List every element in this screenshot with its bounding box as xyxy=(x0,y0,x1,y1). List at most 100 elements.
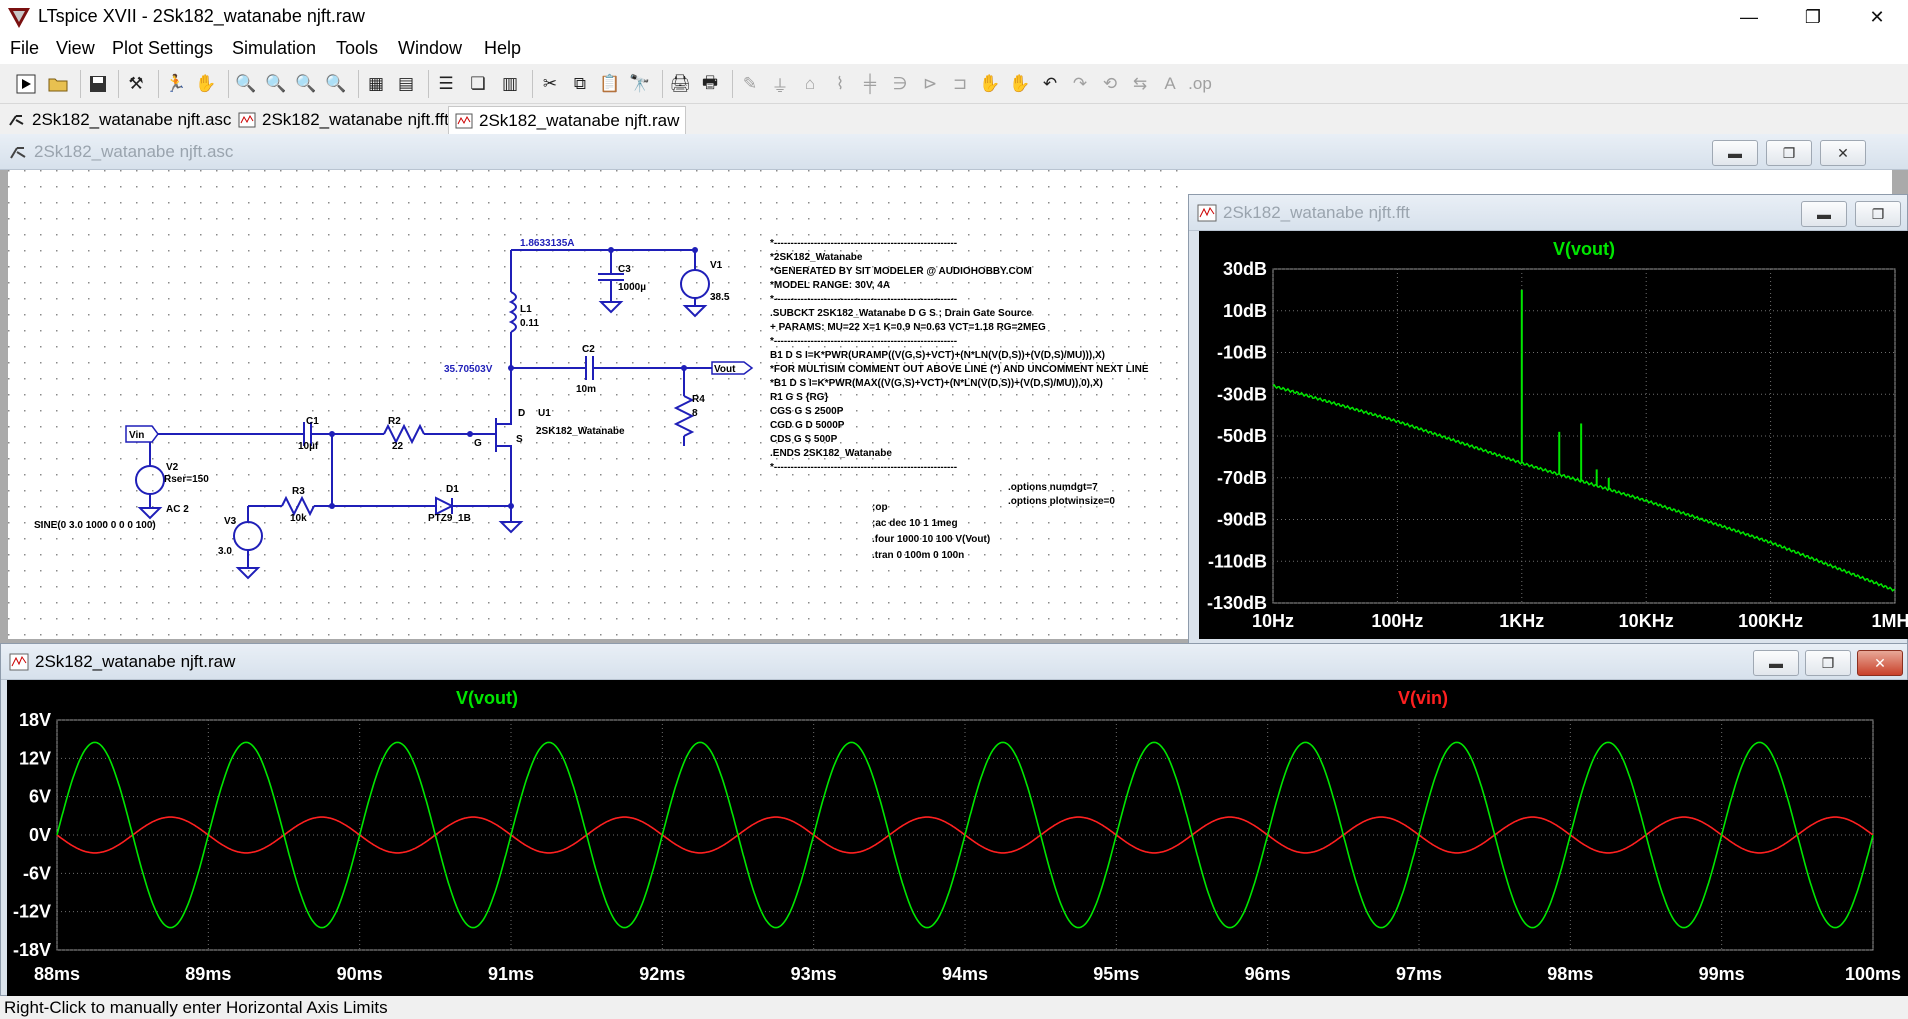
v2-value: Rser=150 xyxy=(164,474,209,485)
svg-text:;op: ;op xyxy=(872,502,888,513)
schematic-drawing: Vin Vout 1.8633135A 35.70503V C3 1000µ V… xyxy=(8,170,1188,639)
zoom-fit-icon[interactable]: 🔍 xyxy=(325,74,347,93)
mirror-icon[interactable]: ⇆ xyxy=(1132,74,1148,93)
minimize-button[interactable]: — xyxy=(1740,6,1758,27)
control-panel-icon[interactable]: ⚒ xyxy=(128,74,144,93)
svg-text:*GENERATED BY SIT MODELER @ AU: *GENERATED BY SIT MODELER @ AUDIOHOBBY.C… xyxy=(770,266,1032,277)
menu-view[interactable]: View xyxy=(56,38,95,58)
open-icon[interactable] xyxy=(44,70,72,98)
restore-button[interactable]: ❐ xyxy=(1804,6,1822,27)
document-tabs: 2Sk182_watanabe njft.asc 2Sk182_watanabe… xyxy=(0,104,1908,134)
svg-text:CGD G D 5000P: CGD G D 5000P xyxy=(770,420,845,431)
move-icon[interactable]: ✋ xyxy=(979,74,1001,93)
schematic-icon xyxy=(9,115,24,126)
raw-y-tick-label: 0V xyxy=(29,825,51,845)
print-preview-icon[interactable]: 🖨 xyxy=(669,74,691,93)
close-button[interactable]: ✕ xyxy=(1869,6,1885,27)
component-icon[interactable]: ⊐ xyxy=(952,74,968,93)
menu-tools[interactable]: Tools xyxy=(336,38,379,58)
inductor-icon[interactable]: ∋ xyxy=(892,74,908,93)
waveform-icon xyxy=(9,653,29,671)
label-icon[interactable]: ⌂ xyxy=(804,74,816,93)
raw-maximize-button[interactable]: ❐ xyxy=(1805,650,1851,676)
svg-text:.tran 0 100m 0 100n: .tran 0 100m 0 100n xyxy=(872,550,964,561)
c3-name: C3 xyxy=(618,264,631,275)
undo-icon[interactable]: ↶ xyxy=(1042,74,1058,93)
zoom-in-icon[interactable]: 🔍 xyxy=(235,74,257,93)
save-icon[interactable] xyxy=(84,70,112,98)
raw-x-tick-label: 89ms xyxy=(185,964,231,984)
spice-directive-icon[interactable]: .op xyxy=(1188,74,1212,93)
fft-y-tick-label: 30dB xyxy=(1223,259,1267,279)
raw-x-tick-label: 95ms xyxy=(1093,964,1139,984)
rotate-icon[interactable]: ⟲ xyxy=(1102,74,1118,93)
fft-y-tick-label: -90dB xyxy=(1217,510,1267,530)
drag-icon[interactable]: ✋ xyxy=(1009,74,1031,93)
print-icon[interactable]: 🖶 xyxy=(701,72,719,92)
menu-plot-settings[interactable]: Plot Settings xyxy=(112,38,214,58)
tab-fft[interactable]: 2Sk182_watanabe njft.fft xyxy=(232,106,455,134)
text-icon[interactable]: A xyxy=(1164,74,1176,93)
fft-minimize-button[interactable]: ▬ xyxy=(1801,201,1847,227)
window-title: LTspice XVII - 2Sk182_watanabe njft.raw xyxy=(38,6,365,26)
r2-name: R2 xyxy=(388,416,401,427)
tile-vertical-icon[interactable]: ▥ xyxy=(501,74,519,93)
fft-x-tick-label: 100KHz xyxy=(1738,611,1803,631)
fft-plot-area[interactable]: 10Hz100Hz1KHz10KHz100KHz1MHz30dB10dB-10d… xyxy=(1199,231,1908,639)
schematic-maximize-button[interactable]: ❐ xyxy=(1766,140,1812,166)
autorange-y-icon[interactable]: ▤ xyxy=(397,74,415,93)
svg-text:*B1 D S I=K*PWR(MAX((V(G,S)+VC: *B1 D S I=K*PWR(MAX((V(G,S)+VCT)+(N*LN(V… xyxy=(770,378,1103,389)
waveform-icon xyxy=(1197,204,1217,222)
redo-icon[interactable]: ↷ xyxy=(1072,74,1088,93)
menu-file[interactable]: File xyxy=(10,38,40,58)
raw-y-tick-label: -18V xyxy=(13,940,51,960)
raw-x-tick-label: 92ms xyxy=(639,964,685,984)
zoom-back-icon[interactable]: 🔍 xyxy=(265,74,287,93)
fft-maximize-button[interactable]: ❐ xyxy=(1855,201,1901,227)
c2-value: 10m xyxy=(576,384,596,395)
capacitor-icon[interactable]: ╪ xyxy=(863,74,877,93)
raw-close-button[interactable]: ✕ xyxy=(1857,650,1903,676)
menu-help[interactable]: Help xyxy=(484,38,522,58)
menu-window[interactable]: Window xyxy=(398,38,463,58)
svg-text:.ENDS 2SK182_Watanabe: .ENDS 2SK182_Watanabe xyxy=(770,448,892,459)
raw-vout-trace xyxy=(56,741,1874,929)
tab-label: 2Sk182_watanabe njft.fft xyxy=(262,110,449,129)
zoom-out-icon[interactable]: 🔍 xyxy=(295,74,317,93)
resistor-icon[interactable]: ⌇ xyxy=(835,74,845,93)
wire-icon[interactable]: ✎ xyxy=(742,74,758,93)
cascade-icon[interactable]: ❏ xyxy=(470,74,486,93)
schematic-close-button[interactable]: ✕ xyxy=(1820,140,1866,166)
svg-text:*-----------------------------: *---------------------------------------… xyxy=(770,336,957,347)
raw-y-tick-label: 18V xyxy=(19,710,51,730)
paste-icon[interactable]: 📋 xyxy=(599,74,621,93)
schematic-minimize-button[interactable]: ▬ xyxy=(1712,140,1758,166)
svg-text:*-----------------------------: *---------------------------------------… xyxy=(770,462,957,473)
run-icon[interactable] xyxy=(12,70,40,98)
raw-y-tick-label: 12V xyxy=(19,748,51,768)
current-label: 1.8633135A xyxy=(520,238,575,249)
autorange-icon[interactable]: ▦ xyxy=(367,74,385,93)
l1-name: L1 xyxy=(520,304,532,315)
cut-icon[interactable]: ✂ xyxy=(542,74,558,93)
d1-name: D1 xyxy=(446,484,459,495)
tab-raw[interactable]: 2Sk182_watanabe njft.raw xyxy=(448,106,687,134)
copy-icon[interactable]: ⧉ xyxy=(573,74,587,93)
pin-g: G xyxy=(474,438,482,449)
raw-y-tick-label: -6V xyxy=(23,863,51,883)
tile-horizontal-icon[interactable]: ☰ xyxy=(438,74,454,93)
pan-icon[interactable]: ✋ xyxy=(195,74,217,93)
diode-icon[interactable]: ⊳ xyxy=(922,74,938,93)
find-icon[interactable]: 🔭 xyxy=(629,74,651,93)
status-text: Right-Click to manually enter Horizontal… xyxy=(4,998,388,1017)
menu-simulation[interactable]: Simulation xyxy=(232,38,317,58)
raw-x-tick-label: 100ms xyxy=(1845,964,1901,984)
svg-text:;ac dec 10 1 1meg: ;ac dec 10 1 1meg xyxy=(872,518,958,529)
fft-trace-label: V(vout) xyxy=(1553,239,1615,259)
tab-schematic[interactable]: 2Sk182_watanabe njft.asc xyxy=(2,106,237,134)
ground-icon[interactable]: ⏚ xyxy=(771,76,789,96)
raw-minimize-button[interactable]: ▬ xyxy=(1753,650,1799,676)
halt-icon[interactable]: 🏃 xyxy=(165,74,187,93)
